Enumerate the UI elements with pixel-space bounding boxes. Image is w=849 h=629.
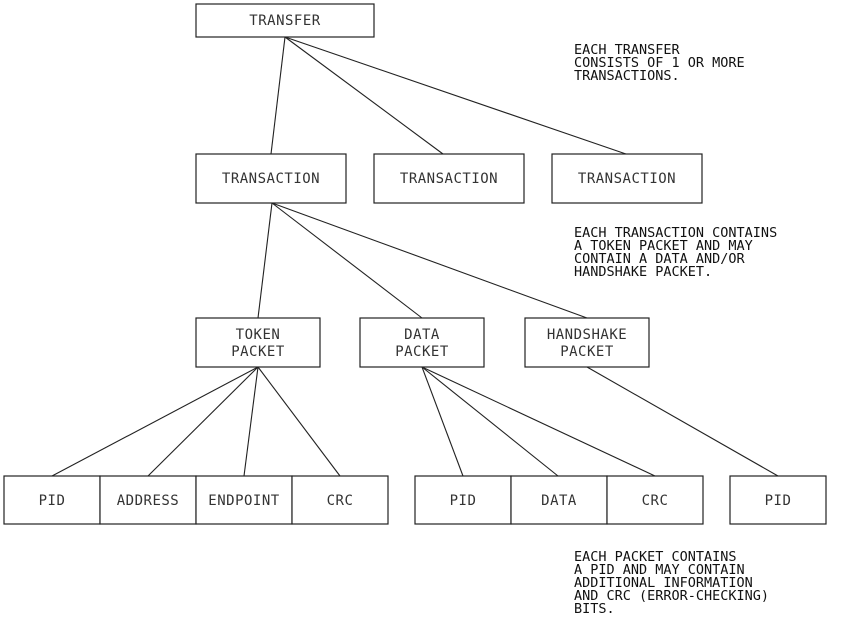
connectors xyxy=(51,36,779,477)
link-data-pid xyxy=(421,366,464,477)
transfer-box xyxy=(195,3,375,38)
transaction-box xyxy=(373,153,525,204)
link-data-crc xyxy=(421,366,656,477)
token-packet-box xyxy=(195,317,321,368)
note-line: EACH PACKET CONTAINS xyxy=(574,549,737,565)
link-transaction-handshake xyxy=(271,202,588,319)
transaction-label: TRANSACTION xyxy=(222,171,320,187)
field-label: CRC xyxy=(327,493,354,509)
data-packet-fields: PID DATA CRC xyxy=(414,475,704,525)
link-handshake-pid xyxy=(586,366,779,477)
link-transfer-transaction-3 xyxy=(284,36,627,155)
link-transfer-transaction-1 xyxy=(270,36,286,155)
field-cell xyxy=(414,475,512,525)
note-line: A TOKEN PACKET AND MAY xyxy=(574,238,753,254)
handshake-packet-label-line-2: PACKET xyxy=(560,344,614,360)
transaction-note: EACH TRANSACTION CONTAINS A TOKEN PACKET… xyxy=(574,225,777,280)
handshake-packet-node: HANDSHAKE PACKET xyxy=(524,317,650,368)
token-packet-fields: PID ADDRESS ENDPOINT CRC xyxy=(3,475,389,525)
data-packet-box xyxy=(359,317,485,368)
field-cell xyxy=(729,475,827,525)
data-packet-node: DATA PACKET xyxy=(359,317,485,368)
transfer-note: EACH TRANSFER CONSISTS OF 1 OR MORE TRAN… xyxy=(574,42,745,84)
note-line: CONTAIN A DATA AND/OR xyxy=(574,251,746,267)
handshake-packet-box xyxy=(524,317,650,368)
token-packet-node: TOKEN PACKET xyxy=(195,317,321,368)
data-packet-label-line-2: PACKET xyxy=(395,344,449,360)
field-cell xyxy=(606,475,704,525)
link-token-endpoint xyxy=(243,366,259,477)
note-line: AND CRC (ERROR-CHECKING) xyxy=(574,588,769,604)
link-transfer-transaction-2 xyxy=(284,36,444,155)
note-line: EACH TRANSACTION CONTAINS xyxy=(574,225,777,241)
field-cell xyxy=(291,475,389,525)
note-line: A PID AND MAY CONTAIN xyxy=(574,562,745,578)
link-transaction-token xyxy=(257,202,273,319)
note-line: EACH TRANSFER xyxy=(574,42,681,58)
field-cell xyxy=(195,475,293,525)
field-label: PID xyxy=(39,493,66,509)
token-packet-label-line-1: TOKEN xyxy=(236,327,281,343)
data-packet-label-line-1: DATA xyxy=(404,327,440,343)
transfer-label: TRANSFER xyxy=(249,13,321,29)
transaction-label: TRANSACTION xyxy=(400,171,498,187)
field-cell xyxy=(3,475,101,525)
note-line: BITS. xyxy=(574,601,615,617)
transaction-box xyxy=(551,153,703,204)
link-token-address xyxy=(147,366,259,477)
handshake-packet-fields: PID xyxy=(729,475,827,525)
transaction-node: TRANSACTION xyxy=(373,153,525,204)
note-line: TRANSACTIONS. xyxy=(574,68,680,84)
link-token-crc xyxy=(257,366,341,477)
field-label: ENDPOINT xyxy=(208,493,280,509)
transaction-node: TRANSACTION xyxy=(195,153,347,204)
link-token-pid xyxy=(51,366,259,477)
token-packet-label-line-2: PACKET xyxy=(231,344,285,360)
note-line: CONSISTS OF 1 OR MORE xyxy=(574,55,745,71)
handshake-packet-label-line-1: HANDSHAKE xyxy=(547,327,627,343)
transaction-box xyxy=(195,153,347,204)
link-data-data xyxy=(421,366,559,477)
field-label: DATA xyxy=(541,493,577,509)
note-line: ADDITIONAL INFORMATION xyxy=(574,575,753,591)
packet-note: EACH PACKET CONTAINS A PID AND MAY CONTA… xyxy=(574,549,769,617)
note-line: HANDSHAKE PACKET. xyxy=(574,264,712,280)
field-label: PID xyxy=(765,493,792,509)
transaction-node: TRANSACTION xyxy=(551,153,703,204)
field-label: PID xyxy=(450,493,477,509)
field-cell xyxy=(510,475,608,525)
field-label: CRC xyxy=(642,493,669,509)
field-label: ADDRESS xyxy=(117,493,180,509)
transaction-label: TRANSACTION xyxy=(578,171,676,187)
link-transaction-data xyxy=(271,202,423,319)
transfer-node: TRANSFER xyxy=(195,3,375,38)
